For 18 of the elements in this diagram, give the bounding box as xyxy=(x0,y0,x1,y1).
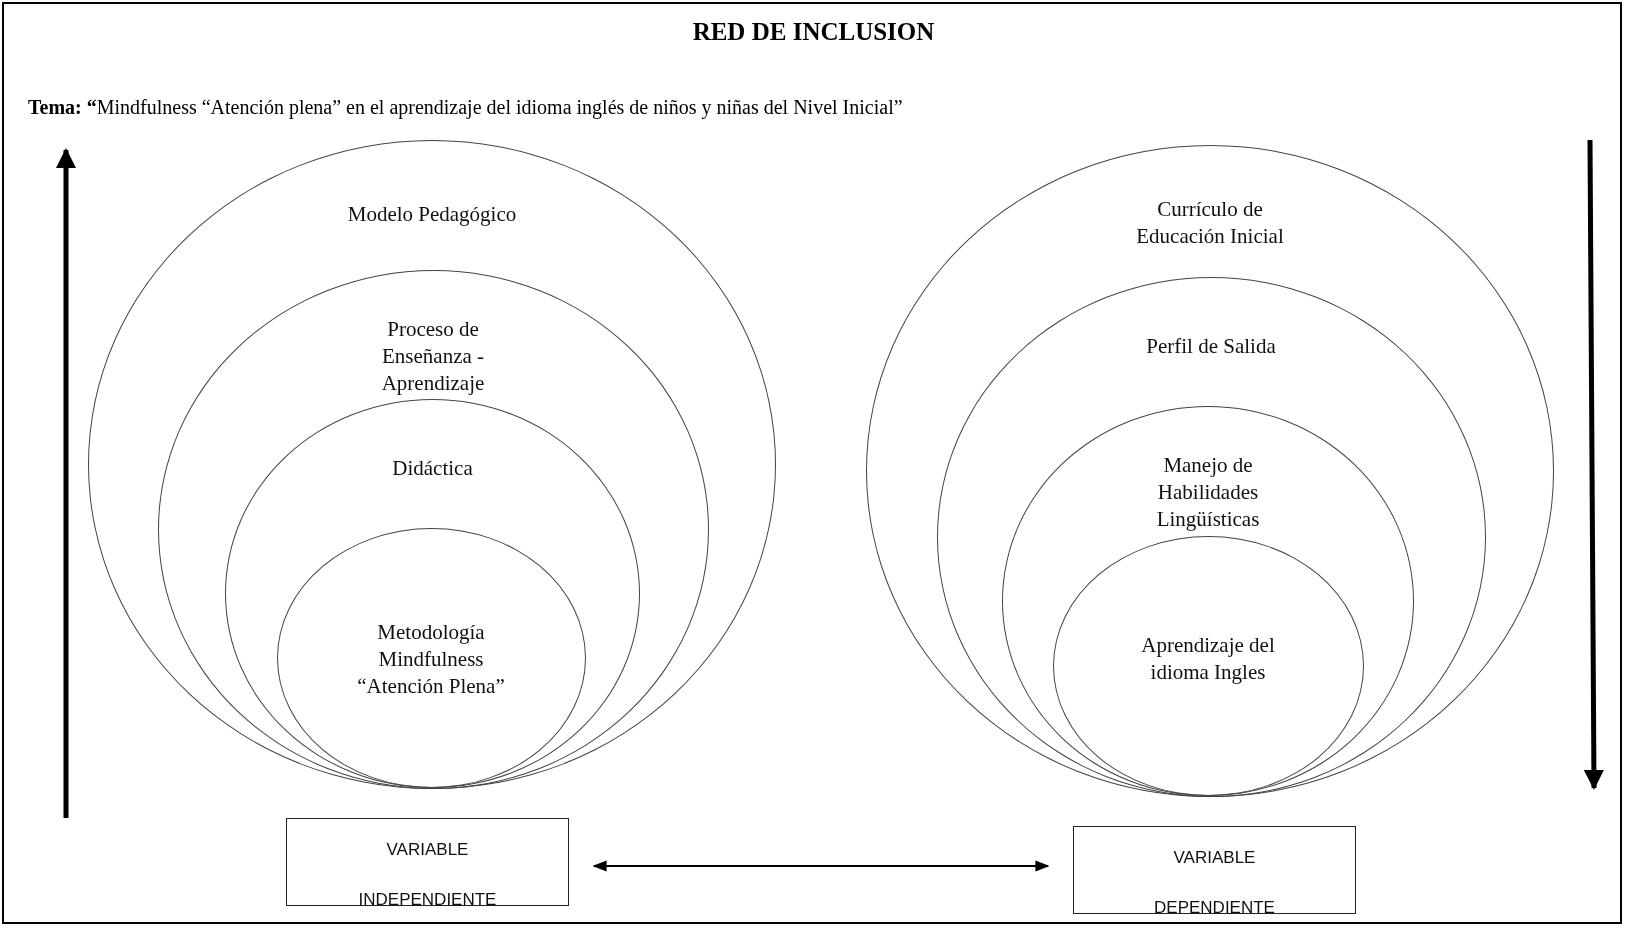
circle-label: Currículo de Educación Inicial xyxy=(1135,196,1285,250)
circle-label: Manejo de Habilidades Lingüísticas xyxy=(1155,452,1261,533)
variable-label: VARIABLE INDEPENDIENTE xyxy=(357,839,498,911)
variable-label: VARIABLE DEPENDIENTE xyxy=(1153,847,1276,919)
circle xyxy=(225,399,640,788)
circle-label: Didáctica xyxy=(391,455,474,482)
topic-text: Tema: “Mindfulness “Atención plena” en el aprendizaje del idioma inglés de niños y niñas del Nivel Inicial” xyxy=(28,96,903,119)
circle-label: Modelo Pedagógico xyxy=(347,201,517,228)
variable-box xyxy=(286,818,569,906)
variable-box xyxy=(1073,826,1356,914)
title: RED DE INCLUSION xyxy=(691,18,936,46)
circle xyxy=(157,269,709,789)
double-arrow xyxy=(592,860,1050,872)
circle-label: Metodología Mindfulness “Atención Plena” xyxy=(356,618,506,700)
circle-label: Aprendizaje del idioma Ingles xyxy=(1140,631,1276,686)
circle xyxy=(88,140,776,789)
circle-label: Proceso de Enseñanza - Aprendizaje xyxy=(380,315,486,397)
circle-label: Perfil de Salida xyxy=(1145,332,1277,360)
